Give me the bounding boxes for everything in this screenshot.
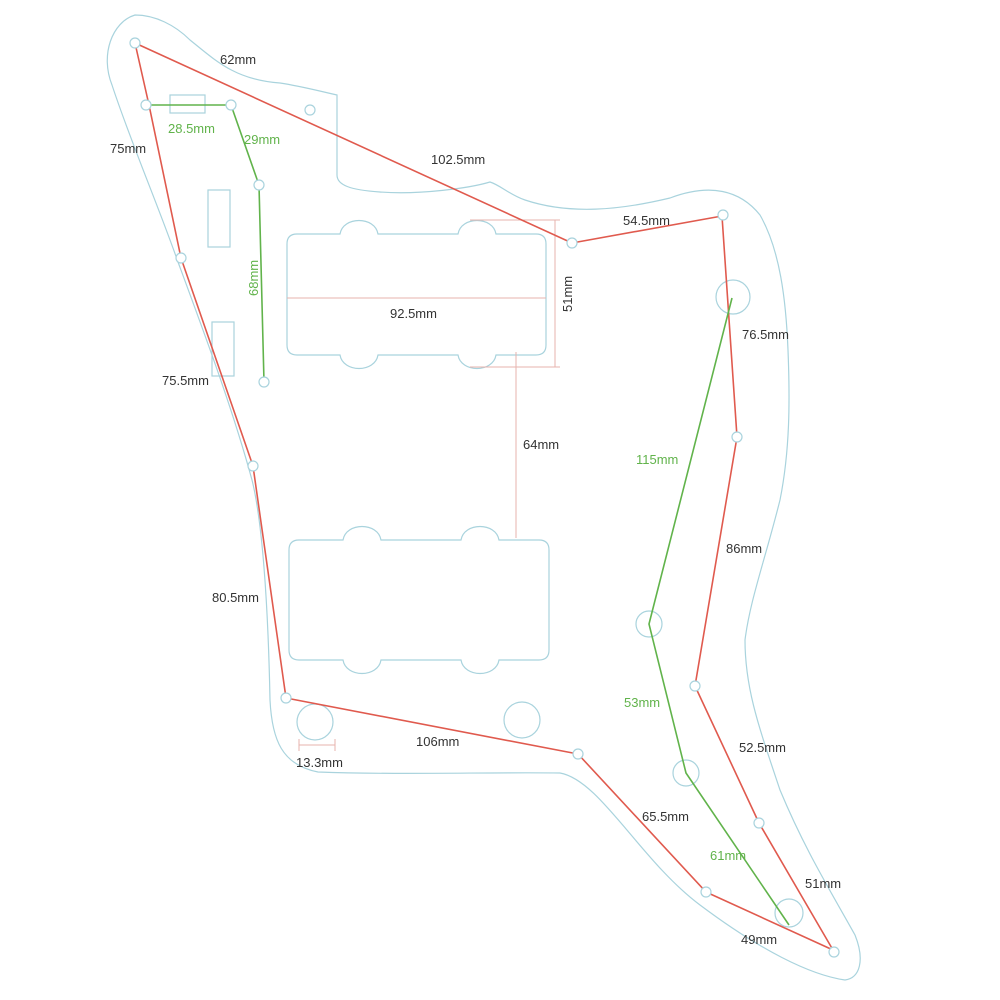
knob-hole-left: [296, 703, 334, 741]
knob-hole-top-right: [715, 279, 751, 315]
label-controls-mid: 53mm: [624, 695, 660, 710]
label-switch-diagonal: 29mm: [244, 132, 280, 147]
screw-holes: [129, 37, 840, 958]
switch-slot-top: [169, 94, 206, 114]
green-controls-line: [648, 297, 790, 926]
label-right-lower: 52.5mm: [739, 740, 786, 755]
switch-slot-upper: [207, 189, 231, 248]
label-top-diagonal: 102.5mm: [431, 152, 485, 167]
screw-hole: [280, 692, 292, 704]
screw-hole: [572, 748, 584, 760]
screw-hole: [304, 104, 316, 116]
label-pickup-spacing: 64mm: [523, 437, 559, 452]
screw-hole: [140, 99, 152, 111]
label-controls-short: 61mm: [710, 848, 746, 863]
control-hole-bottom: [774, 898, 804, 928]
screw-hole: [225, 99, 237, 111]
neck-pickup-cutout: [286, 220, 547, 369]
label-knob-diameter: 13.3mm: [296, 755, 343, 770]
label-switch-top: 28.5mm: [168, 121, 215, 136]
label-upper-left-edge: 75mm: [110, 141, 146, 156]
label-top-right: 54.5mm: [623, 213, 670, 228]
screw-hole: [175, 252, 187, 264]
label-switch-vertical: 68mm: [246, 260, 261, 296]
screw-hole: [717, 209, 729, 221]
label-right-upper: 76.5mm: [742, 327, 789, 342]
screw-hole: [247, 460, 259, 472]
label-horn-tip-bottom: 49mm: [741, 932, 777, 947]
green-switch-line: [146, 104, 265, 383]
screw-hole: [828, 946, 840, 958]
label-bottom-edge: 106mm: [416, 734, 459, 749]
label-controls-long: 115mm: [636, 452, 678, 467]
pickguard-outline: [106, 14, 861, 981]
label-pickup-width: 92.5mm: [390, 306, 437, 321]
label-right-middle: 86mm: [726, 541, 762, 556]
screw-hole: [753, 817, 765, 829]
screw-hole: [566, 237, 578, 249]
switch-slot-lower: [211, 321, 235, 377]
screw-hole: [731, 431, 743, 443]
label-top-edge: 62mm: [220, 52, 256, 67]
screw-hole: [700, 886, 712, 898]
label-pickup-height: 51mm: [560, 276, 575, 312]
screw-hole: [129, 37, 141, 49]
screw-hole: [258, 376, 270, 388]
label-left-lower: 80.5mm: [212, 590, 259, 605]
label-horn-tip-right: 51mm: [805, 876, 841, 891]
label-left-middle: 75.5mm: [162, 373, 209, 388]
red-perimeter-line: [134, 42, 834, 951]
screw-hole: [253, 179, 265, 191]
label-bottom-horn: 65.5mm: [642, 809, 689, 824]
bridge-pickup-cutout: [288, 526, 550, 674]
knob-hole-middle: [503, 701, 541, 739]
screw-hole: [689, 680, 701, 692]
